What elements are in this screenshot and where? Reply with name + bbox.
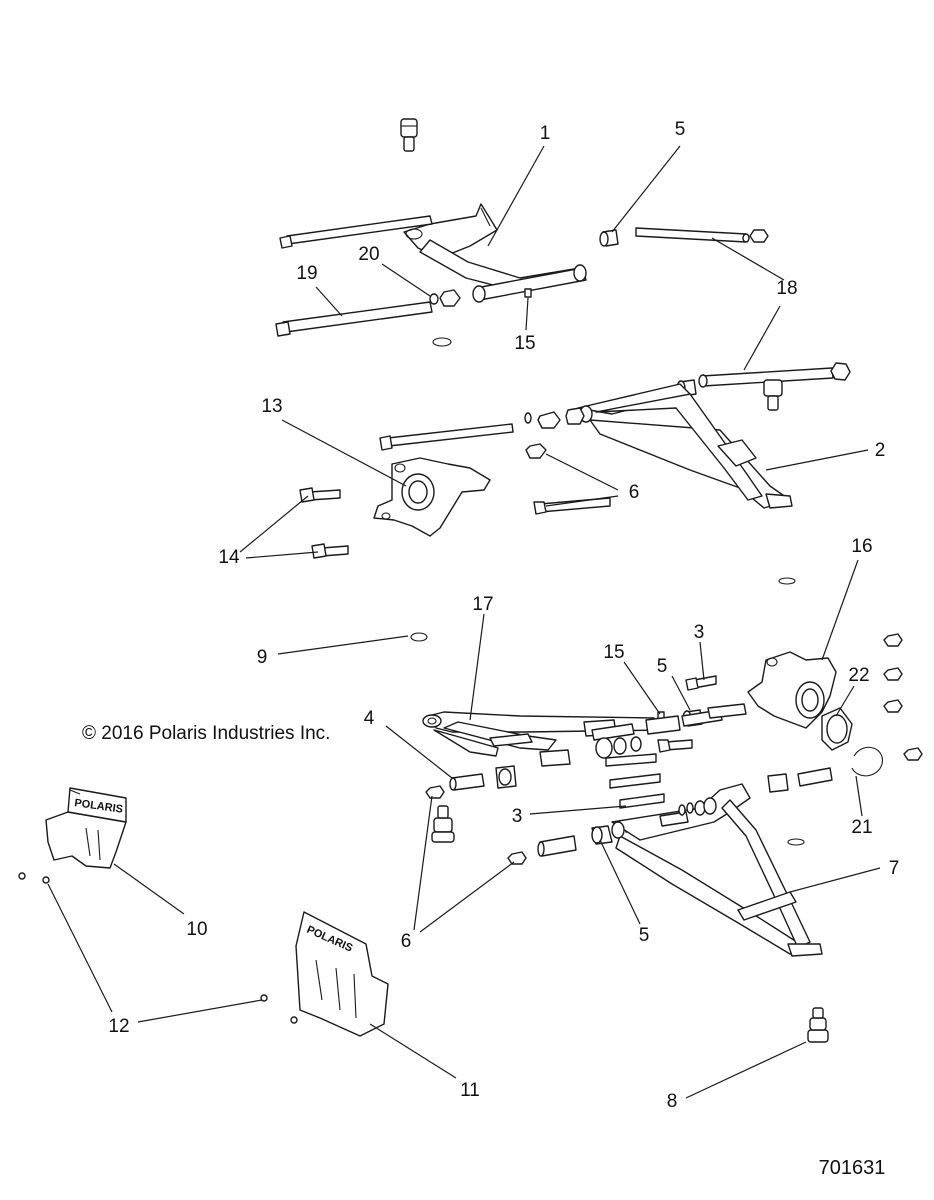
callout-18: 18 xyxy=(776,278,797,299)
callout-3-top: 3 xyxy=(694,622,705,643)
washer-upper xyxy=(429,293,439,305)
upper-a-arm-rear xyxy=(577,383,793,509)
callout-7: 7 xyxy=(889,858,900,879)
callout-6-lower: 6 xyxy=(401,931,412,952)
bolt-6-upper xyxy=(533,497,611,515)
nut-upper xyxy=(439,289,461,307)
callout-12: 12 xyxy=(108,1016,129,1037)
pin-4 xyxy=(449,773,485,791)
sleeve-lower-rear-right xyxy=(767,767,833,793)
ball-joint-upper xyxy=(400,118,418,152)
callout-15-top: 15 xyxy=(514,333,535,354)
washers-lower-rear xyxy=(678,797,717,816)
bolt-upper-rear xyxy=(275,301,433,337)
bolt-3-upper xyxy=(685,675,717,691)
callout-11: 11 xyxy=(460,1080,480,1101)
copyright-notice: © 2016 Polaris Industries Inc. xyxy=(82,723,330,744)
bolt-lower-mid xyxy=(657,739,693,753)
nut-upper-front xyxy=(749,229,769,243)
bearing-22 xyxy=(821,707,853,751)
callout-4: 4 xyxy=(364,708,375,729)
pivot-tube-upper-front xyxy=(635,227,750,243)
callout-15-mid: 15 xyxy=(603,642,624,663)
callout-6-upper: 6 xyxy=(629,482,640,503)
bolt-upper-long xyxy=(279,215,433,249)
document-number: 701631 xyxy=(819,1157,886,1179)
ball-joint-left xyxy=(431,805,455,843)
upper-a-arm-front xyxy=(403,203,587,303)
snap-ring-21 xyxy=(851,746,883,777)
bushing-5-lower xyxy=(591,825,613,845)
nut-6-upper xyxy=(525,443,547,459)
ball-joint-mid xyxy=(763,379,783,411)
callout-5-lower: 5 xyxy=(639,925,650,946)
callout-17: 17 xyxy=(472,594,493,615)
callout-16: 16 xyxy=(851,536,872,557)
callout-5-top: 5 xyxy=(675,119,686,140)
callout-22: 22 xyxy=(848,665,869,686)
callouts: 1 5 20 19 15 18 13 2 6 14 16 17 3 9 15 5… xyxy=(108,119,899,1112)
callout-13: 13 xyxy=(261,396,282,417)
bushing-4 xyxy=(495,765,517,789)
callout-9: 9 xyxy=(257,647,268,668)
leader-lines xyxy=(47,145,881,1099)
long-bolt-mid xyxy=(379,423,514,451)
sleeves-lower-front xyxy=(539,703,747,767)
bushing-upper-front xyxy=(599,229,619,247)
sleeve-lower-rear xyxy=(537,835,577,857)
bolt-14-lower xyxy=(311,543,349,559)
spindle-right xyxy=(747,651,837,729)
nuts-right-side xyxy=(883,633,923,761)
bolt-14-upper xyxy=(299,487,341,503)
screws-12 xyxy=(18,872,298,1024)
callout-8: 8 xyxy=(667,1091,678,1112)
nut-6-lower-right xyxy=(507,851,527,865)
ball-joint-8 xyxy=(807,1007,829,1043)
circlip-9 xyxy=(410,632,428,642)
circlip-lower-right xyxy=(787,838,805,846)
callout-3-lower: 3 xyxy=(512,806,523,827)
grease-fitting-upper xyxy=(524,288,532,298)
pivot-tube-upper-rear xyxy=(698,367,834,388)
callout-10: 10 xyxy=(186,919,207,940)
callout-20: 20 xyxy=(358,244,379,265)
spindle-left xyxy=(373,457,491,537)
callout-21: 21 xyxy=(851,817,872,838)
nut-upper-rear xyxy=(830,362,851,381)
callout-2: 2 xyxy=(875,440,886,461)
nuts-upper-rear-set xyxy=(524,407,585,429)
circlip-right-top xyxy=(778,577,796,585)
callout-5-mid: 5 xyxy=(657,656,668,677)
callout-14: 14 xyxy=(218,547,240,568)
skid-plate-11: POLARIS xyxy=(295,911,389,1037)
circlip-upper xyxy=(432,337,452,347)
nut-6-lower-left xyxy=(425,785,445,799)
callout-1: 1 xyxy=(540,123,551,144)
callout-19: 19 xyxy=(296,263,317,284)
lower-a-arm-rear xyxy=(611,783,823,957)
skid-plate-10: POLARIS xyxy=(45,787,127,869)
